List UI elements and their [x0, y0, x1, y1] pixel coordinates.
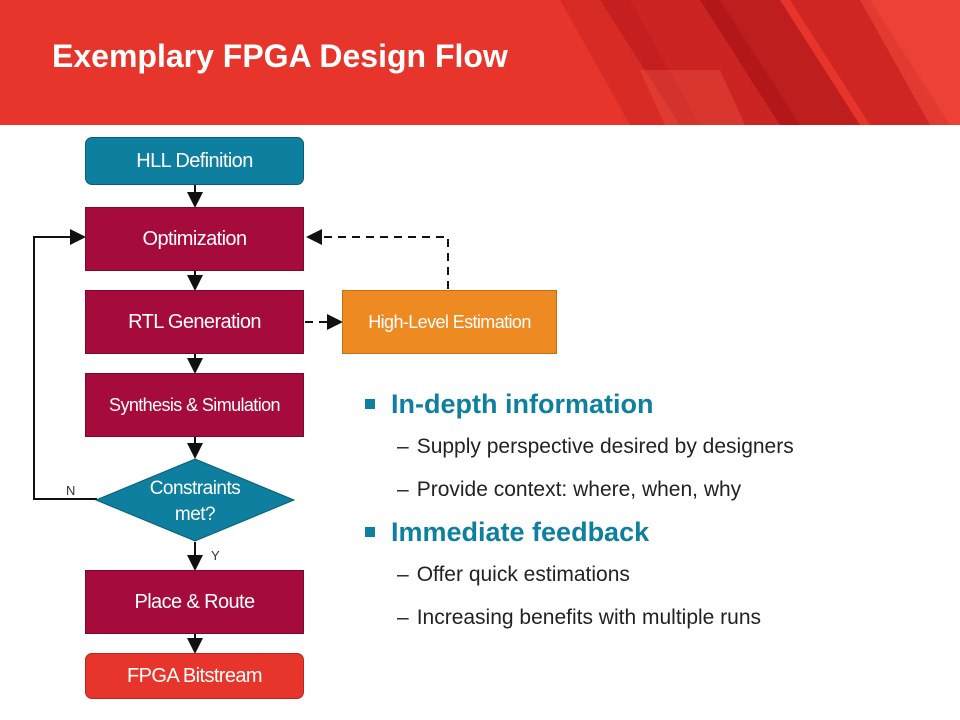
square-bullet-icon	[365, 527, 375, 537]
decision-line1: Constraints	[149, 478, 241, 499]
decision-diamond	[94, 458, 296, 542]
dash-icon: –	[397, 605, 409, 629]
slide-title: Exemplary FPGA Design Flow	[52, 38, 508, 74]
node-high-level-estimation: High-Level Estimation	[342, 290, 557, 354]
node-place-route: Place & Route	[85, 570, 304, 634]
node-hll-label: HLL Definition	[136, 149, 253, 172]
header-banner: Exemplary FPGA Design Flow	[0, 0, 960, 125]
sub-bullet: – Supply perspective desired by designer…	[360, 425, 940, 468]
decision-line2: met?	[174, 504, 216, 525]
square-bullet-icon	[365, 399, 375, 409]
bullet-heading-1: In-depth information	[360, 383, 940, 425]
node-hll-definition: HLL Definition	[85, 137, 304, 185]
node-decision-text: Constraints met?	[125, 474, 265, 530]
sub-bullet: – Provide context: where, when, why	[360, 468, 940, 511]
arrow-estimation-feedback	[306, 229, 449, 289]
sub-bullet-text: Supply perspective desired by designers	[416, 434, 794, 458]
node-synthesis-label: Synthesis & Simulation	[109, 394, 280, 415]
node-optimization-label: Optimization	[142, 227, 248, 250]
node-fpga-bitstream: FPGA Bitstream	[85, 653, 304, 699]
sub-bullet-text: Offer quick estimations	[416, 562, 630, 586]
dash-icon: –	[397, 434, 409, 458]
node-synthesis-simulation: Synthesis & Simulation	[85, 373, 304, 437]
dash-icon: –	[397, 562, 409, 586]
sub-bullet: – Offer quick estimations	[360, 553, 940, 596]
node-optimization: Optimization	[85, 207, 304, 271]
sub-bullet-text: Provide context: where, when, why	[416, 477, 742, 501]
dash-icon: –	[397, 477, 409, 501]
sub-bullet-text: Increasing benefits with multiple runs	[416, 605, 762, 629]
node-estimation-label: High-Level Estimation	[368, 311, 531, 332]
node-rtl-generation: RTL Generation	[85, 290, 304, 354]
bullet-list: In-depth information – Supply perspectiv…	[360, 383, 940, 639]
node-place-route-label: Place & Route	[134, 590, 255, 613]
arrow-no-loop	[33, 229, 97, 500]
header-stripes	[560, 0, 960, 125]
bullet-heading-2-text: Immediate feedback	[391, 516, 650, 547]
label-no: N	[66, 483, 76, 498]
sub-bullet: – Increasing benefits with multiple runs	[360, 596, 940, 639]
bullet-heading-1-text: In-depth information	[391, 388, 654, 419]
bullet-heading-2: Immediate feedback	[360, 511, 940, 553]
node-rtl-label: RTL Generation	[128, 310, 261, 333]
label-yes: Y	[211, 548, 220, 563]
node-bitstream-label: FPGA Bitstream	[127, 664, 263, 687]
